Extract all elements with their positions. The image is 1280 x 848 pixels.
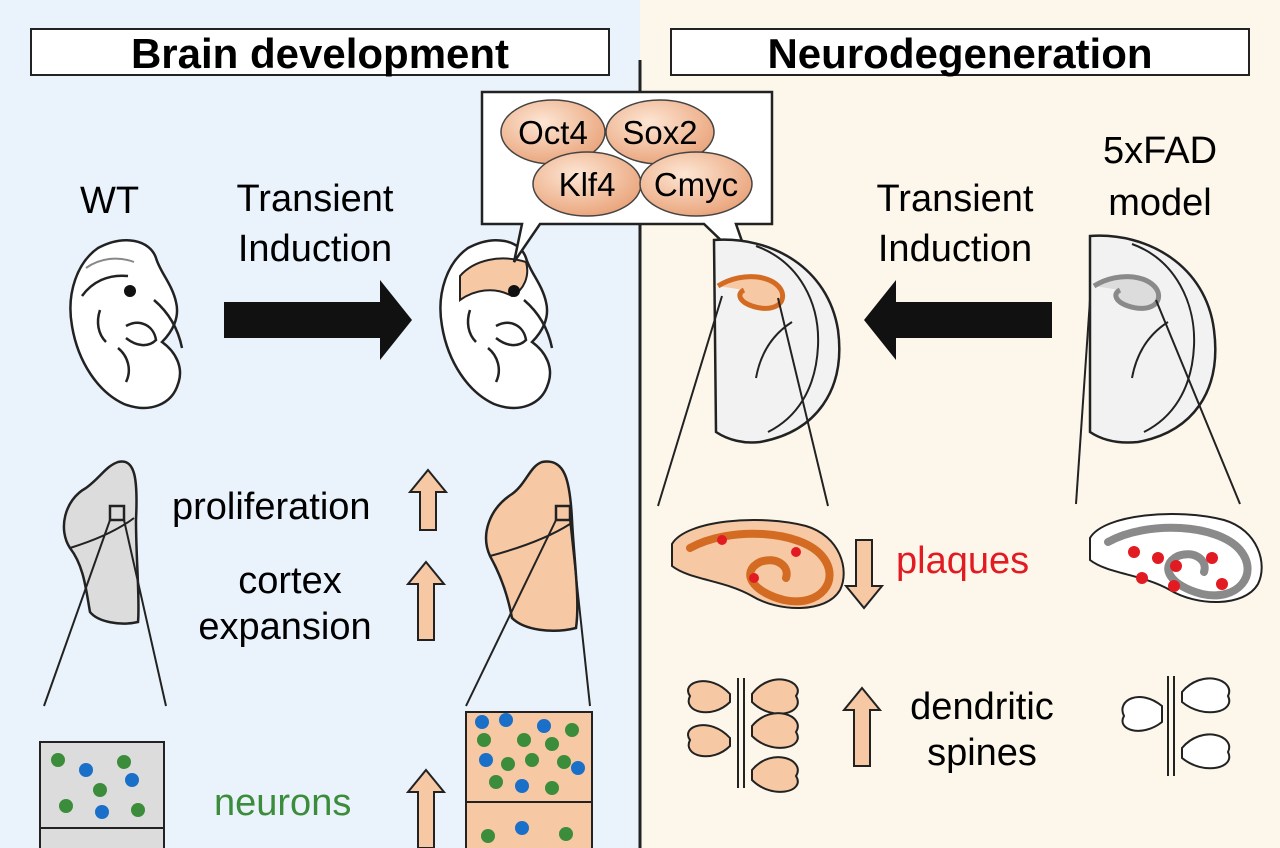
cortex-label-line1: cortex (238, 560, 342, 602)
induced-dendrite-icon (687, 678, 799, 793)
factor-sox2-label: Sox2 (622, 114, 698, 151)
factor-cmyc-oval (639, 151, 753, 217)
induced-neuron-tissue (465, 711, 593, 848)
right-induction-label-line1: Transient (876, 178, 1034, 220)
model-label-line1: 5xFAD (1102, 130, 1218, 172)
right-induction-label-line2: Induction (877, 228, 1033, 270)
dendritic-label-line2: spines (927, 732, 1037, 774)
wt-cortex-icon (43, 460, 167, 707)
wt-label: WT (80, 180, 140, 222)
induced-embryo-icon (439, 239, 554, 410)
up-arrow-icon (405, 768, 447, 848)
neurons-label: neurons (214, 782, 352, 824)
factor-cmyc-label: Cmyc (653, 166, 739, 203)
plaques-label: plaques (896, 540, 1030, 582)
5xfad-hippocampus-icon (1089, 513, 1263, 604)
proliferation-label: proliferation (172, 486, 371, 528)
left-panel-title: Brain development (30, 28, 610, 77)
induced-brain-section-icon (657, 238, 841, 507)
left-arrow-icon (864, 280, 1052, 360)
right-arrow-icon (224, 280, 412, 360)
model-label-line2: model (1108, 182, 1212, 224)
left-induction-label-line1: Transient (236, 178, 394, 220)
up-arrow-icon (841, 686, 883, 767)
left-induction-label-line2: Induction (237, 228, 393, 270)
down-arrow-icon (843, 539, 885, 610)
factor-klf4-label: Klf4 (558, 166, 616, 203)
induced-hippocampus-icon (671, 519, 845, 610)
5xfad-dendrite-icon (1121, 676, 1231, 776)
induced-cortex-icon (465, 460, 591, 707)
5xfad-brain-section-icon (1075, 234, 1241, 505)
dendritic-label-line1: dendritic (910, 686, 1054, 728)
wt-embryo-icon (69, 239, 184, 410)
factor-oct4-label: Oct4 (518, 114, 588, 151)
cortex-label-line2: expansion (198, 606, 372, 648)
up-arrow-icon (407, 468, 449, 531)
wt-neuron-tissue (39, 741, 165, 848)
right-panel-title: Neurodegeneration (670, 28, 1250, 77)
up-arrow-icon (405, 560, 447, 641)
